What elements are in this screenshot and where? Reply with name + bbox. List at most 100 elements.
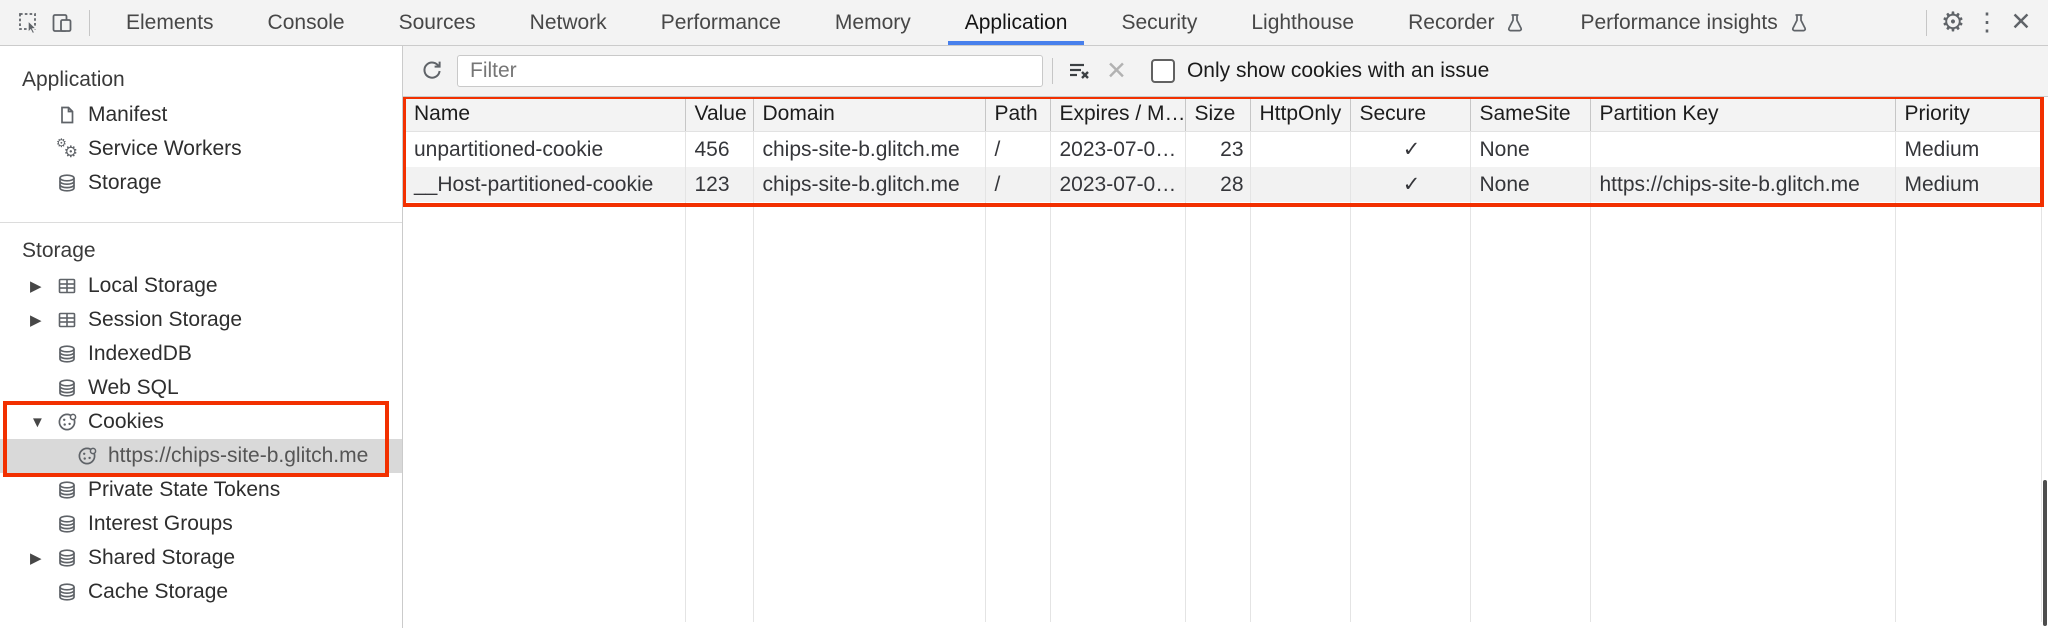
cell-path[interactable]: / — [985, 131, 1051, 167]
application-panel: Application Manifest ⚙⚙ Service Workers — [0, 46, 2048, 628]
column-header-path[interactable]: Path — [985, 97, 1051, 132]
inspect-element-icon[interactable] — [12, 6, 46, 40]
cell-partition-key[interactable]: https://chips-site-b.glitch.me — [1590, 167, 1896, 202]
sidebar-item-cookie-origin[interactable]: https://chips-site-b.glitch.me — [0, 439, 402, 473]
column-header-value[interactable]: Value — [685, 97, 754, 132]
cell-value[interactable]: 456 — [685, 131, 754, 167]
chevron-right-icon[interactable]: ▶ — [30, 550, 42, 567]
sidebar-item-local-storage[interactable]: ▶ Local Storage — [0, 269, 402, 303]
delete-cookies-icon[interactable]: ✕ — [1106, 57, 1127, 85]
sidebar-item-label: Service Workers — [88, 137, 242, 160]
database-icon — [56, 479, 78, 501]
tab-application[interactable]: Application — [938, 0, 1095, 45]
document-icon — [56, 104, 78, 126]
sidebar-item-web-sql[interactable]: Web SQL — [0, 371, 402, 405]
column-header-expires[interactable]: Expires / M… — [1050, 97, 1186, 132]
cell-name[interactable]: __Host-partitioned-cookie — [405, 167, 686, 202]
sidebar-section-application: Application — [22, 68, 125, 91]
cell-priority[interactable]: Medium — [1895, 167, 2042, 202]
sidebar-divider — [0, 222, 402, 223]
table-row[interactable]: unpartitioned-cookie 456 chips-site-b.gl… — [405, 131, 2042, 167]
chevron-down-icon[interactable]: ▼ — [30, 413, 45, 431]
cell-partition-key[interactable] — [1590, 131, 1896, 167]
sidebar-item-shared-storage[interactable]: ▶ Shared Storage — [0, 541, 402, 575]
device-toolbar-icon[interactable] — [46, 6, 80, 40]
cell-expires[interactable]: 2023-07-07… — [1050, 167, 1186, 202]
chevron-right-icon[interactable]: ▶ — [30, 278, 42, 295]
tab-elements[interactable]: Elements — [126, 10, 214, 34]
sidebar-item-manifest[interactable]: Manifest — [0, 98, 402, 132]
column-header-name[interactable]: Name — [405, 97, 686, 132]
cell-secure[interactable]: ✓ — [1350, 167, 1471, 202]
tab-performance[interactable]: Performance — [660, 10, 781, 34]
experiment-flask-icon — [1788, 12, 1810, 34]
settings-gear-icon[interactable]: ⚙ — [1940, 7, 1966, 37]
database-icon — [56, 581, 78, 603]
cell-secure[interactable]: ✓ — [1350, 131, 1471, 167]
cell-value[interactable]: 123 — [685, 167, 754, 202]
sidebar-item-label: Session Storage — [88, 308, 243, 331]
clear-filter-icon[interactable] — [1062, 54, 1096, 88]
column-header-httponly[interactable]: HttpOnly — [1250, 97, 1351, 132]
cell-expires[interactable]: 2023-07-07… — [1050, 131, 1186, 167]
sidebar-item-label: Shared Storage — [88, 546, 236, 569]
cell-domain[interactable]: chips-site-b.glitch.me — [753, 131, 986, 167]
column-header-domain[interactable]: Domain — [753, 97, 986, 132]
table-row[interactable]: __Host-partitioned-cookie 123 chips-site… — [405, 167, 2042, 202]
cell-priority[interactable]: Medium — [1895, 131, 2042, 167]
devtools-tabbar: Elements Console Sources Network Perform… — [0, 0, 2048, 46]
tab-security[interactable]: Security — [1121, 10, 1198, 34]
sidebar-item-service-workers[interactable]: ⚙⚙ Service Workers — [0, 132, 402, 166]
sidebar-item-interest-groups[interactable]: Interest Groups — [0, 507, 402, 541]
column-header-secure[interactable]: Secure — [1350, 97, 1471, 132]
tab-network[interactable]: Network — [529, 10, 607, 34]
only-issues-label: Only show cookies with an issue — [1186, 59, 1490, 82]
column-header-size[interactable]: Size — [1185, 97, 1251, 132]
tab-sources[interactable]: Sources — [398, 10, 476, 34]
sidebar-item-cookies[interactable]: ▼ Cookies — [0, 405, 402, 439]
only-issues-checkbox[interactable] — [1150, 59, 1175, 83]
scrollbar-thumb[interactable] — [2043, 480, 2047, 626]
database-icon — [56, 547, 78, 569]
sidebar-item-label: Cache Storage — [88, 580, 229, 603]
close-devtools-icon[interactable]: ✕ — [2010, 8, 2032, 36]
sidebar-item-label: Cookies — [88, 410, 164, 433]
column-header-priority[interactable]: Priority — [1895, 97, 2042, 132]
sidebar-item-session-storage[interactable]: ▶ Session Storage — [0, 303, 402, 337]
tab-lighthouse[interactable]: Lighthouse — [1251, 10, 1355, 34]
cell-path[interactable]: / — [985, 167, 1051, 202]
database-icon — [56, 513, 78, 535]
tab-recorder[interactable]: Recorder — [1381, 0, 1553, 45]
filter-input[interactable] — [457, 55, 1043, 87]
tab-performance-insights[interactable]: Performance insights — [1553, 0, 1836, 45]
tab-memory[interactable]: Memory — [834, 10, 911, 34]
refresh-icon[interactable] — [415, 54, 449, 88]
cell-size[interactable]: 23 — [1185, 131, 1251, 167]
sidebar-item-storage[interactable]: Storage — [0, 166, 402, 200]
sidebar-item-cache-storage[interactable]: Cache Storage — [0, 575, 402, 609]
tabbar-separator — [1926, 9, 1927, 36]
sidebar-section-storage: Storage — [22, 239, 96, 262]
tab-console[interactable]: Console — [267, 10, 345, 34]
cell-samesite[interactable]: None — [1470, 131, 1591, 167]
column-header-samesite[interactable]: SameSite — [1470, 97, 1591, 132]
cell-httponly[interactable] — [1250, 131, 1351, 167]
overflow-menu-icon[interactable]: ⋮ — [1974, 8, 2000, 36]
tabbar-right-controls: ⚙ ⋮ ✕ — [1917, 6, 2048, 40]
cell-httponly[interactable] — [1250, 167, 1351, 202]
table-icon — [56, 275, 78, 297]
cell-samesite[interactable]: None — [1470, 167, 1591, 202]
toolbar-separator — [1052, 58, 1053, 84]
cell-size[interactable]: 28 — [1185, 167, 1251, 202]
cell-name[interactable]: unpartitioned-cookie — [405, 131, 686, 167]
chevron-right-icon[interactable]: ▶ — [30, 312, 42, 329]
sidebar-item-private-state-tokens[interactable]: Private State Tokens — [0, 473, 402, 507]
cell-domain[interactable]: chips-site-b.glitch.me — [753, 167, 986, 202]
service-workers-icon: ⚙⚙ — [56, 136, 78, 161]
cookie-icon — [56, 411, 78, 433]
sidebar-item-label: https://chips-site-b.glitch.me — [108, 444, 369, 467]
sidebar-item-label: Interest Groups — [88, 512, 233, 535]
column-header-partition-key[interactable]: Partition Key — [1590, 97, 1896, 132]
sidebar-item-indexeddb[interactable]: IndexedDB — [0, 337, 402, 371]
